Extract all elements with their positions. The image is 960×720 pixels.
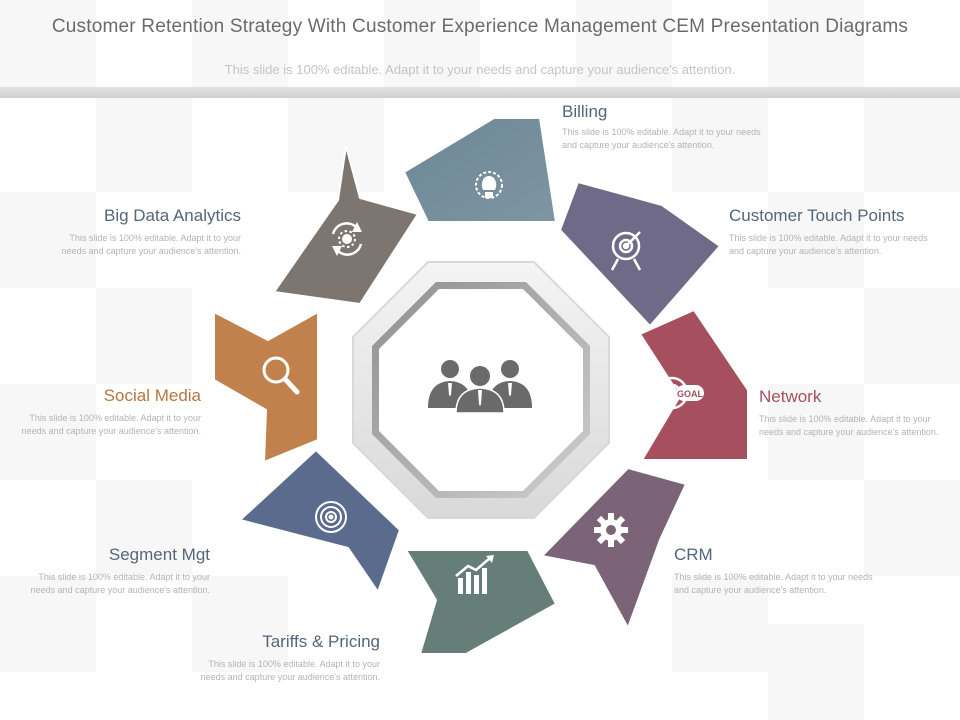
business-team-icon [428,360,532,414]
billing-title: Billing [562,102,608,121]
crm-description: This slide is 100% editable. Adapt it to… [674,572,873,595]
bar-chart-growth-icon [455,555,494,594]
customer-touch-points-label: Customer Touch Points This slide is 100%… [729,206,929,258]
tariffs-pricing-arrow [404,549,558,655]
segment-mgt-description: This slide is 100% editable. Adapt it to… [30,572,210,595]
crm-arrow [539,466,688,631]
slide-subtitle: This slide is 100% editable. Adapt it to… [224,62,736,77]
segment-mgt-label: Segment Mgt This slide is 100% editable.… [20,545,210,597]
tariffs-pricing-description: This slide is 100% editable. Adapt it to… [200,659,380,682]
social-media-label: Social Media This slide is 100% editable… [10,386,201,438]
slide-title: Customer Retention Strategy With Custome… [51,16,909,37]
network-title: Network [759,387,822,406]
tariffs-pricing-title: Tariffs & Pricing [262,632,380,651]
big-data-analytics-title: Big Data Analytics [103,206,241,225]
network-description: This slide is 100% editable. Adapt it to… [759,414,939,437]
big-data-analytics-label: Big Data Analytics This slide is 100% ed… [50,206,241,258]
segment-mgt-title: Segment Mgt [108,545,210,564]
target-icon [315,501,347,533]
goal-icon-text: GOAL [677,389,704,399]
network-label: Network This slide is 100% editable. Ada… [759,387,949,439]
segment-mgt-arrow [237,448,402,595]
refresh-gear-icon [331,222,363,256]
big-data-analytics-arrow [272,145,420,306]
magnifier-icon [262,356,300,395]
tariffs-pricing-label: Tariffs & Pricing This slide is 100% edi… [190,632,380,684]
gear-icon [594,513,628,547]
title-divider [0,87,960,98]
billing-description: This slide is 100% editable. Adapt it to… [562,127,761,150]
goal-icon: GOAL [655,376,704,410]
social-media-arrow [213,310,319,464]
social-media-title: Social Media [103,386,201,405]
big-data-analytics-description: This slide is 100% editable. Adapt it to… [61,233,241,256]
crm-label: CRM This slide is 100% editable. Adapt i… [674,545,874,597]
social-media-description: This slide is 100% editable. Adapt it to… [21,413,201,436]
lightbulb-gear-icon [475,171,503,199]
customer-touch-points-description: This slide is 100% editable. Adapt it to… [729,233,928,256]
target-arrow-icon [610,231,642,271]
billing-label: Billing This slide is 100% editable. Ada… [562,102,762,152]
customer-touch-points-arrow [558,180,722,328]
billing-arrow [402,117,558,223]
crm-title: CRM [674,545,713,564]
customer-touch-points-title: Customer Touch Points [729,206,905,225]
